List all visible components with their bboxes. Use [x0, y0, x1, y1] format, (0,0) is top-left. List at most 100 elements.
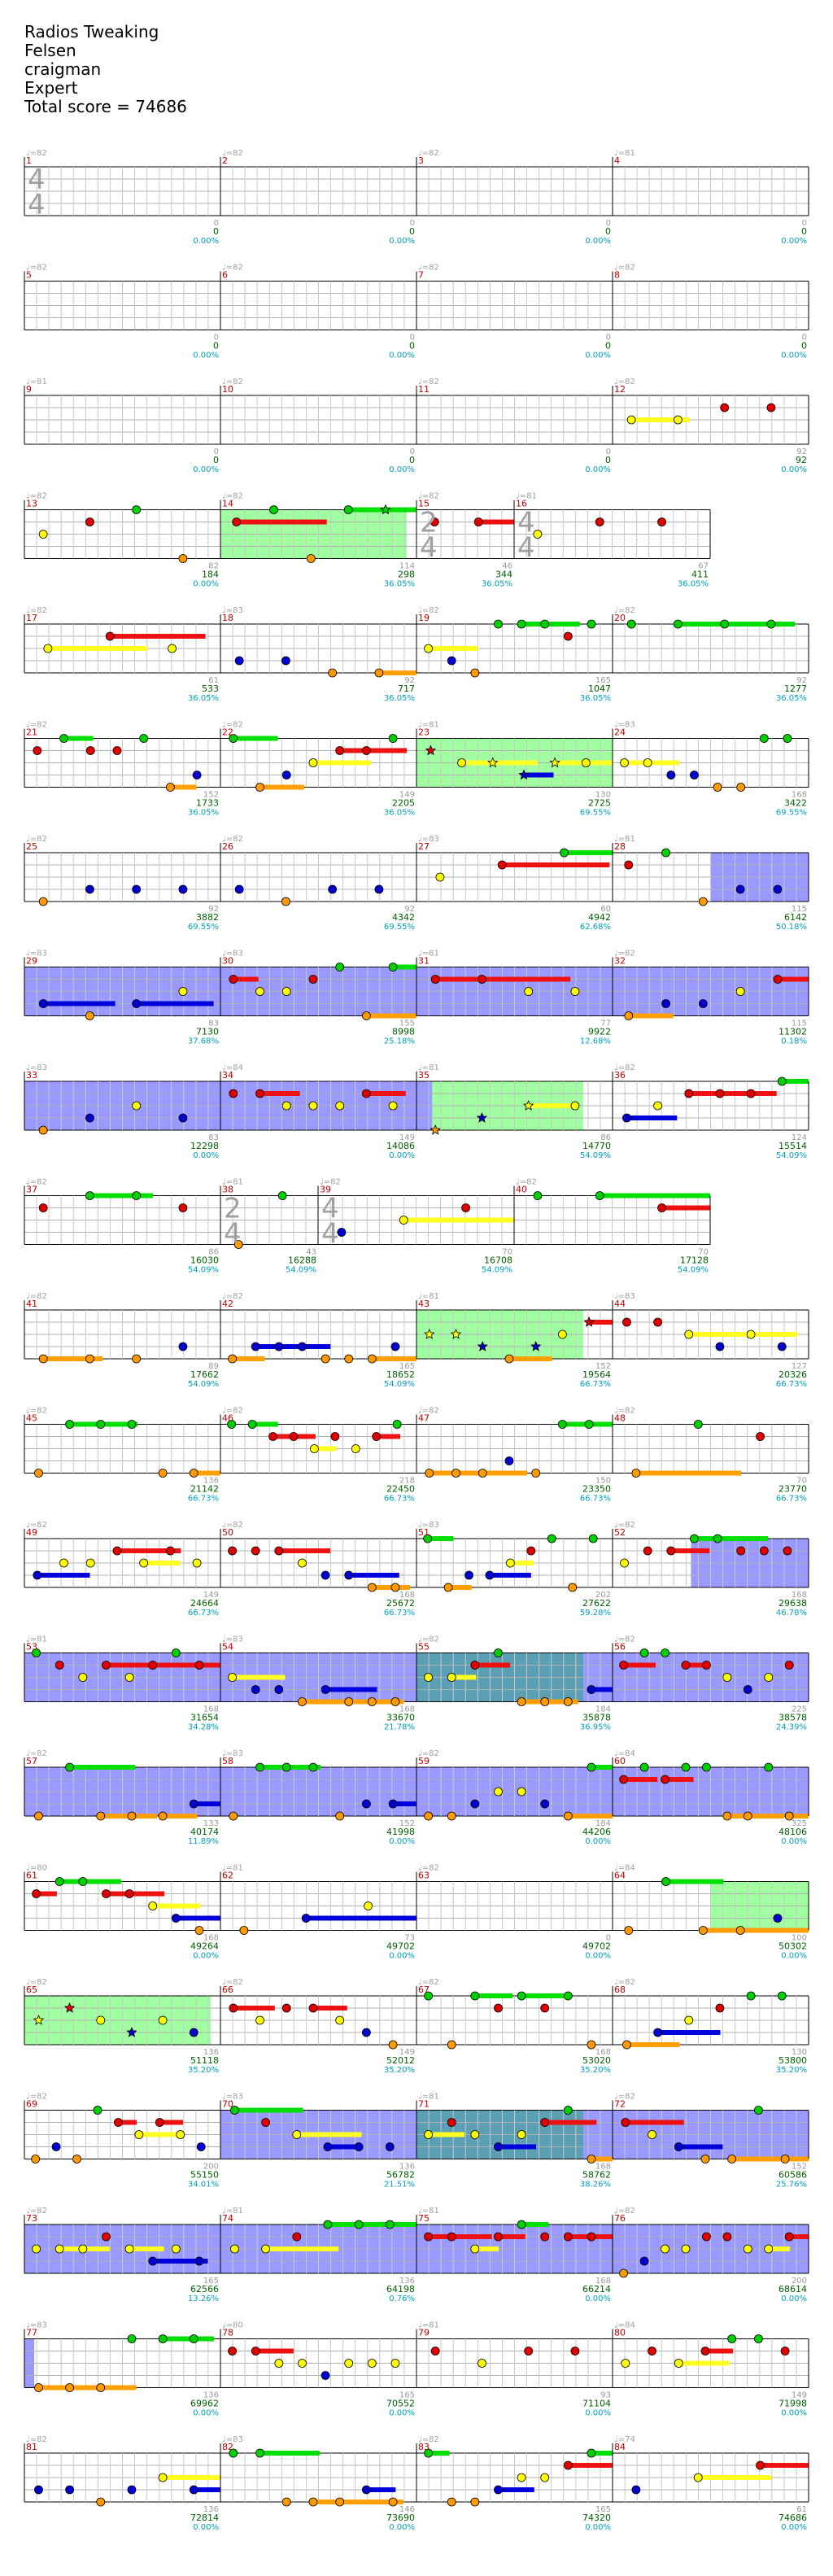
- measure-score: 0: [214, 219, 219, 228]
- measure: [220, 157, 416, 216]
- chart-row: [24, 1414, 809, 1478]
- tempo-label: ♩=80: [26, 1864, 47, 1873]
- note-gem-icon: [557, 1420, 567, 1429]
- note-gem-icon: [385, 2220, 395, 2229]
- measure-number: 12: [614, 384, 626, 395]
- star-power-percent: 38.26%: [580, 2181, 611, 2190]
- note-gem-icon: [354, 2142, 364, 2151]
- measure: [24, 957, 220, 1020]
- measure-number: 7: [418, 270, 424, 281]
- measure: [416, 614, 613, 678]
- note-gem-icon: [171, 1648, 181, 1657]
- tempo-label: ♩=82: [418, 1407, 439, 1416]
- measure-number: 73: [26, 2213, 37, 2224]
- tempo-label: ♩=82: [26, 492, 47, 501]
- measure-number: 64: [614, 1871, 626, 1881]
- star-power-percent: 0.00%: [585, 1952, 611, 1961]
- note-gem-icon: [321, 2371, 330, 2380]
- star-note-icon: [424, 1328, 435, 1339]
- star-power-percent: 66.73%: [776, 1380, 807, 1389]
- note-gem-icon: [72, 2155, 81, 2163]
- note-gem-icon: [451, 1469, 460, 1478]
- tempo-label: ♩=81: [418, 950, 439, 958]
- measure-score: 0: [802, 219, 807, 228]
- note-gem-icon: [32, 1648, 41, 1657]
- measure: [220, 1072, 416, 1131]
- star-note-icon: [518, 769, 530, 780]
- note-gem-icon: [631, 1469, 641, 1478]
- star-power-percent: 0.00%: [389, 2523, 415, 2532]
- note-gem-icon: [443, 1583, 453, 1592]
- tempo-label: ♩=82: [614, 1521, 635, 1530]
- star-power-percent: 0.76%: [389, 2294, 415, 2303]
- tempo-label: ♩=83: [26, 950, 47, 958]
- note-gem-icon: [624, 860, 634, 870]
- cumulative-score: 53020: [582, 2055, 611, 2066]
- note-gem-icon: [504, 1354, 514, 1364]
- cumulative-score: 2205: [392, 798, 415, 809]
- cumulative-score: 9922: [588, 1027, 611, 1037]
- measure: [24, 386, 220, 445]
- star-power-percent: 54.09%: [580, 1151, 611, 1160]
- cumulative-score: 16030: [190, 1255, 219, 1266]
- measure-number: 66: [222, 1984, 233, 1995]
- cumulative-score: 23770: [778, 1484, 807, 1495]
- note-gem-icon: [399, 1216, 408, 1225]
- note-gem-icon: [337, 1228, 347, 1237]
- note-gem-icon: [93, 2106, 102, 2115]
- measure-number: 70: [222, 2099, 233, 2110]
- star-power-percent: 0.00%: [781, 2294, 807, 2303]
- star-note-icon: [487, 757, 499, 768]
- measure: [220, 1300, 416, 1364]
- time-signature-icon: 2: [224, 1193, 242, 1225]
- note-gem-icon: [189, 1469, 198, 1478]
- measure-score: 149: [399, 2048, 415, 2057]
- note-gem-icon: [281, 1101, 291, 1111]
- tempo-label: ♩=83: [614, 1292, 635, 1301]
- note-gem-icon: [65, 2383, 75, 2392]
- note-gem-icon: [524, 987, 534, 996]
- tempo-label: ♩=82: [418, 378, 439, 386]
- note-gem-icon: [626, 415, 636, 425]
- cumulative-score: 0: [605, 455, 611, 465]
- measure-number: 72: [614, 2099, 626, 2110]
- note-gem-icon: [447, 656, 456, 666]
- measure: [220, 1871, 416, 1935]
- note-gem-icon: [158, 2473, 168, 2482]
- star-power-percent: 0.00%: [389, 351, 415, 360]
- note-gem-icon: [132, 999, 142, 1008]
- star-power-percent: 36.05%: [580, 694, 611, 703]
- tempo-label: ♩=84: [614, 1864, 635, 1873]
- note-gem-icon: [531, 1469, 541, 1478]
- star-power-percent: 0.00%: [193, 1151, 219, 1160]
- star-power-percent: 54.09%: [286, 1266, 316, 1275]
- note-gem-icon: [517, 2220, 526, 2229]
- cumulative-score: 60586: [778, 2170, 807, 2181]
- note-gem-icon: [230, 2244, 239, 2254]
- star-note-icon: [33, 2014, 45, 2025]
- measure-score: 168: [595, 2277, 611, 2286]
- note-gem-icon: [308, 2003, 318, 2013]
- star-note-icon: [530, 1340, 542, 1351]
- measure-number: 45: [26, 1413, 37, 1424]
- note-gem-icon: [361, 1799, 371, 1809]
- star-power-percent: 21.51%: [384, 2181, 415, 2190]
- measure-number: 1: [26, 155, 32, 166]
- star-power-percent: 0.00%: [193, 580, 219, 589]
- note-gem-icon: [746, 1089, 756, 1098]
- note-gem-icon: [720, 619, 730, 629]
- note-gem-icon: [344, 2359, 354, 2368]
- note-gem-icon: [494, 619, 503, 629]
- note-gem-icon: [619, 1775, 629, 1784]
- cumulative-score: 0: [605, 341, 611, 351]
- cumulative-score: 0: [409, 226, 415, 237]
- note-gem-icon: [55, 2244, 64, 2254]
- cumulative-score: 74686: [778, 2513, 807, 2523]
- note-gem-icon: [524, 2347, 534, 2356]
- note-gem-icon: [430, 2347, 440, 2356]
- note-gem-icon: [661, 1877, 670, 1886]
- time-signature-icon: 4: [28, 189, 46, 221]
- note-gem-icon: [158, 2015, 168, 2025]
- note-gem-icon: [31, 2155, 41, 2163]
